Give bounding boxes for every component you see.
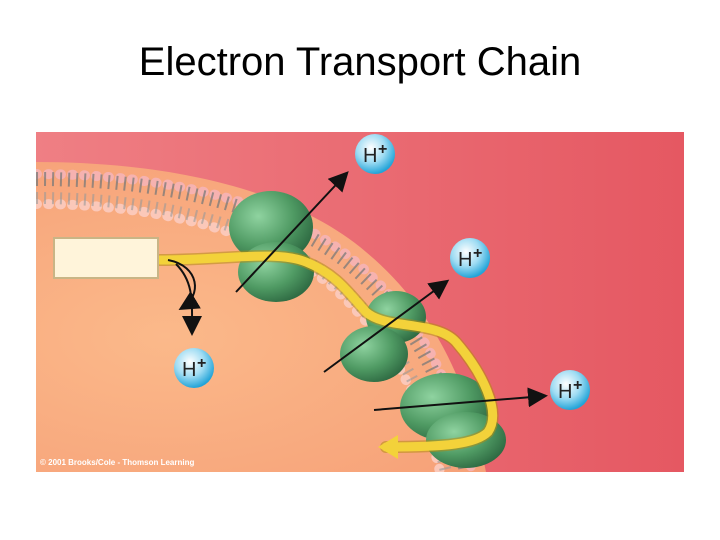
hydrogen-ion-matrix: H + <box>174 348 214 388</box>
hydrogen-ion-top: H + <box>355 134 395 174</box>
branch-arrow-down <box>175 263 203 336</box>
intermembrane-region <box>36 132 684 472</box>
copyright-notice: © 2001 Brooks/Cole - Thomson Learning <box>40 458 195 467</box>
slide-title: Electron Transport Chain <box>138 40 582 84</box>
svg-text:H: H <box>182 359 196 381</box>
electron-path-arrowhead <box>378 435 398 459</box>
etc-figure: H + H + H + H + © 2001 Brooks/Cole - Tho… <box>36 132 684 472</box>
blank-label-box <box>53 237 159 279</box>
svg-text:+: + <box>378 141 387 158</box>
svg-text:H: H <box>363 145 377 167</box>
proton-arrow-2 <box>323 279 450 373</box>
svg-text:H: H <box>558 381 572 403</box>
hydrogen-ion-right: H + <box>550 370 590 410</box>
etc-diagram: H + H + H + H + <box>36 132 684 472</box>
branch-arrow-left <box>167 259 201 311</box>
electron-path <box>155 251 497 452</box>
proton-arrow-3 <box>373 387 548 411</box>
hydrogen-ion-middle: H + <box>450 238 490 278</box>
svg-text:H: H <box>458 249 472 271</box>
svg-text:+: + <box>197 355 206 372</box>
proton-arrow-1 <box>235 171 349 293</box>
svg-text:+: + <box>473 245 482 262</box>
svg-text:+: + <box>573 377 582 394</box>
